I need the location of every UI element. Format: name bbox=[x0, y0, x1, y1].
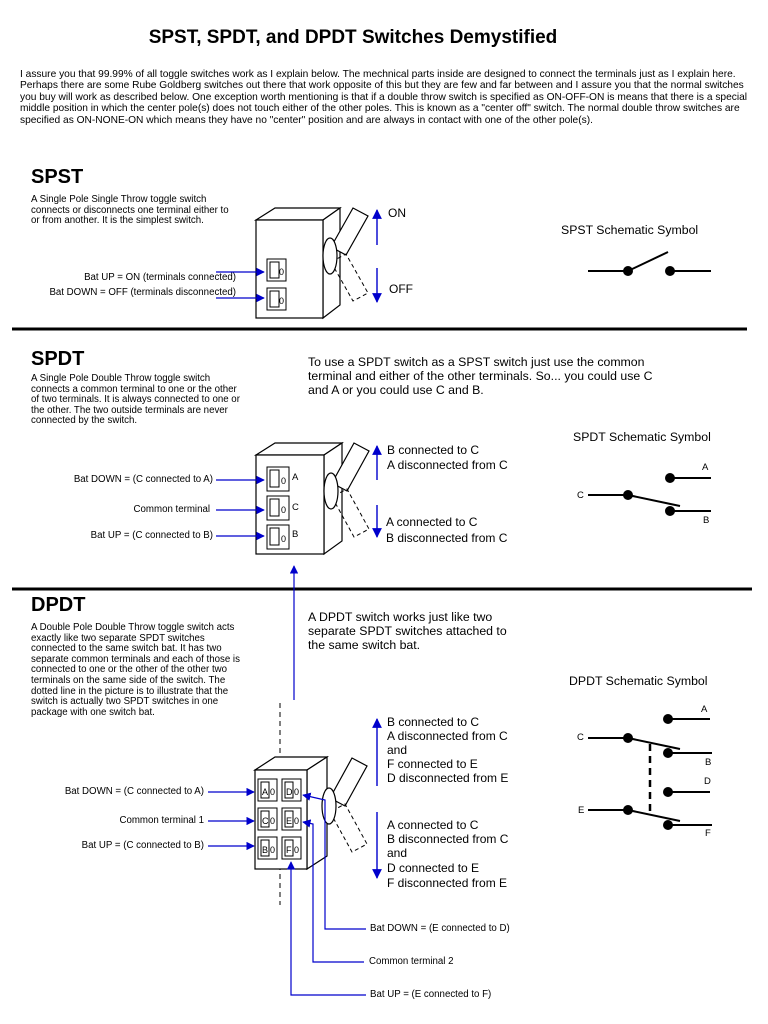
dpdt-down-line4: D connected to E bbox=[387, 861, 480, 875]
spst-state-off: OFF bbox=[389, 282, 413, 296]
spst-terminal-mark: 0 bbox=[279, 267, 284, 277]
spdt-schematic-label-a: A bbox=[702, 462, 709, 473]
dpdt-terminal-mark: 0 bbox=[294, 787, 299, 797]
spst-heading: SPST bbox=[31, 166, 84, 188]
arrow bbox=[302, 819, 364, 963]
spdt-body-label-c: C bbox=[292, 502, 299, 513]
dpdt-schematic-label-d: D bbox=[704, 776, 711, 787]
dpdt-terminal-b bbox=[257, 836, 278, 860]
spst-schematic-title: SPST Schematic Symbol bbox=[561, 223, 699, 237]
spdt-body-label-a: A bbox=[292, 472, 299, 483]
dpdt-description: A Double Pole Double Throw toggle switch… bbox=[31, 622, 240, 718]
spdt-terminal-a bbox=[266, 466, 290, 492]
spdt-terminal-mark: 0 bbox=[281, 505, 286, 515]
spdt-heading: SPDT bbox=[31, 348, 85, 370]
dpdt-terminal-f bbox=[281, 836, 302, 860]
spdt-label-b: Bat UP = (C connected to B) bbox=[90, 530, 213, 541]
spst-terminal bbox=[266, 287, 287, 311]
spdt-terminal-mark: 0 bbox=[281, 476, 286, 486]
spdt-down-line1: A connected to C bbox=[386, 515, 478, 529]
dpdt-schematic-label-c: C bbox=[577, 732, 584, 743]
spst-toggle-bat bbox=[322, 207, 369, 302]
spdt-terminal-b bbox=[266, 524, 290, 550]
dpdt-body-label-f: F bbox=[286, 845, 292, 855]
dpdt-label-c: Common terminal 1 bbox=[119, 815, 204, 826]
dpdt-schematic-title: DPDT Schematic Symbol bbox=[569, 674, 708, 688]
spst-terminal bbox=[266, 258, 287, 282]
dpdt-terminal-mark: 0 bbox=[294, 816, 299, 826]
dpdt-up-line3: and bbox=[387, 743, 408, 757]
spdt-terminal-c bbox=[266, 495, 290, 521]
spdt-description: A Single Pole Double Throw toggle switch… bbox=[31, 373, 240, 427]
spst-terminal-mark: 0 bbox=[279, 296, 284, 306]
dpdt-down-line5: F disconnected from E bbox=[387, 876, 508, 890]
dpdt-body-label-e: E bbox=[286, 816, 292, 826]
dpdt-down-line2: B disconnected from C bbox=[387, 832, 509, 846]
dpdt-terminal-c bbox=[257, 807, 278, 831]
spdt-schematic-label-c: C bbox=[577, 490, 584, 501]
spdt-schematic bbox=[588, 473, 711, 516]
dpdt-body-label-c: C bbox=[262, 816, 269, 826]
dpdt-note: A DPDT switch works just like two separa… bbox=[308, 610, 507, 653]
dpdt-schematic-label-e: E bbox=[578, 805, 585, 816]
dpdt-up-line2: A disconnected from C bbox=[387, 729, 508, 743]
dpdt-label-b: Bat UP = (C connected to B) bbox=[81, 840, 204, 851]
dpdt-terminal-a bbox=[257, 778, 278, 802]
dpdt-up-line4: F connected to E bbox=[387, 757, 478, 771]
dpdt-terminal-mark: 0 bbox=[270, 845, 275, 855]
spst-label-up: Bat UP = ON (terminals connected) bbox=[84, 272, 236, 283]
page-title: SPST, SPDT, and DPDT Switches Demystifie… bbox=[148, 27, 558, 48]
dpdt-schematic bbox=[588, 714, 712, 830]
spdt-down-line2: B disconnected from C bbox=[386, 531, 508, 545]
spdt-usage-note: To use a SPDT switch as a SPST switch ju… bbox=[308, 355, 653, 398]
spdt-up-line2: A disconnected from C bbox=[387, 458, 508, 472]
dpdt-up-line5: D disconnected from E bbox=[387, 771, 509, 785]
spdt-up-line1: B connected to C bbox=[387, 443, 480, 457]
spdt-label-a: Bat DOWN = (C connected to A) bbox=[73, 474, 213, 485]
dpdt-label-d: Bat DOWN = (E connected to D) bbox=[370, 923, 510, 934]
spdt-schematic-title: SPDT Schematic Symbol bbox=[573, 430, 711, 444]
dpdt-down-line1: A connected to C bbox=[387, 818, 479, 832]
dpdt-heading: DPDT bbox=[31, 594, 86, 616]
dpdt-up-line1: B connected to C bbox=[387, 715, 480, 729]
spst-state-on: ON bbox=[388, 206, 406, 220]
arrow bbox=[286, 861, 366, 996]
dpdt-schematic-label-f: F bbox=[705, 828, 711, 839]
spdt-toggle-bat bbox=[323, 442, 370, 538]
dpdt-label-e: Common terminal 2 bbox=[369, 956, 454, 967]
dpdt-body-label-b: B bbox=[262, 845, 268, 855]
dpdt-terminal-mark: 0 bbox=[270, 816, 275, 826]
dpdt-label-a: Bat DOWN = (C connected to A) bbox=[64, 786, 204, 797]
spst-schematic bbox=[588, 251, 711, 276]
spst-label-down: Bat DOWN = OFF (terminals disconnected) bbox=[49, 287, 236, 298]
dpdt-down-line3: and bbox=[387, 846, 408, 860]
intro-paragraph: I assure you that 99.99% of all toggle s… bbox=[20, 69, 748, 126]
spdt-schematic-label-b: B bbox=[703, 515, 710, 526]
arrow bbox=[302, 792, 366, 930]
dpdt-terminal-mark: 0 bbox=[270, 787, 275, 797]
spst-description: A Single Pole Single Throw toggle switch… bbox=[31, 194, 229, 227]
dpdt-terminal-mark: 0 bbox=[294, 845, 299, 855]
dpdt-body-label-a: A bbox=[262, 787, 268, 797]
spdt-label-c: Common terminal bbox=[133, 504, 210, 515]
dpdt-terminal-e bbox=[281, 807, 302, 831]
dpdt-toggle-bat bbox=[321, 757, 368, 853]
dpdt-schematic-label-b: B bbox=[705, 757, 712, 768]
dpdt-body-label-d: D bbox=[286, 787, 293, 797]
dpdt-label-f: Bat UP = (E connected to F) bbox=[370, 989, 492, 1000]
spdt-terminal-mark: 0 bbox=[281, 534, 286, 544]
dpdt-schematic-label-a: A bbox=[701, 704, 708, 715]
dpdt-terminal-d bbox=[281, 778, 302, 802]
spdt-body-label-b: B bbox=[292, 529, 298, 540]
